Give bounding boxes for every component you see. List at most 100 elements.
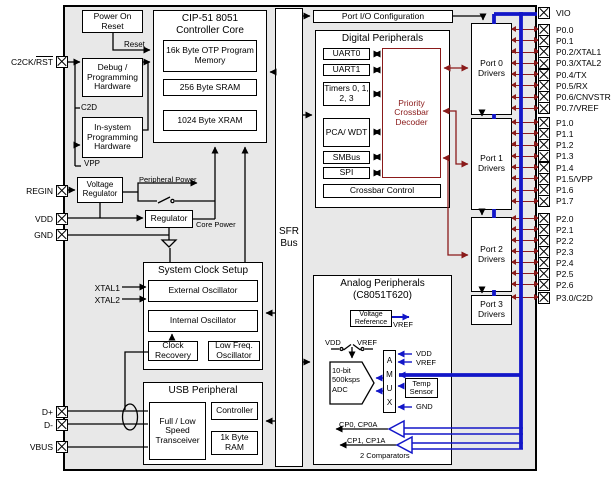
voltage-regulator-block: Voltage Regulator — [77, 177, 123, 203]
comparators-label: 2 Comparators — [360, 451, 410, 460]
port-pin: P1.5/VPP — [511, 172, 612, 185]
amux-block: AMUX — [383, 350, 396, 413]
internal-oscillator-block: Internal Oscillator — [148, 310, 258, 332]
uart1-block: UART1 — [323, 64, 370, 76]
pin-label: P2.1 — [556, 224, 574, 235]
pin-label: P1.7 — [556, 196, 574, 207]
port0-drivers-block: Port 0 Drivers — [471, 23, 512, 115]
pin-label: VDD — [35, 213, 53, 224]
pin-pad-icon — [538, 91, 550, 104]
pin-dplus: D+ — [2, 405, 68, 418]
bidirectional-arrow — [511, 280, 539, 287]
pin-label: XTAL2 — [94, 294, 120, 305]
port-pin: P1.2 — [511, 139, 612, 152]
pin-pad-icon — [538, 278, 550, 291]
cip51-title: CIP-51 8051 Controller Core — [176, 13, 244, 36]
regulator-block: Regulator — [145, 210, 193, 228]
pin-label: P2.5 — [556, 268, 574, 279]
pin-label: P0.5/RX — [556, 80, 588, 91]
pin-label: P0.4/TX — [556, 69, 587, 80]
temp-sensor-block: Temp Sensor — [405, 378, 438, 398]
clock-recovery-block: Clock Recovery — [148, 341, 198, 361]
pin-label: P0.2/XTAL1 — [556, 47, 602, 58]
port-pin: P0.0 — [511, 23, 612, 36]
pin-pad-icon — [538, 172, 550, 185]
usb-ram-block: 1k Byte RAM — [211, 431, 258, 455]
pin-pad-icon — [56, 228, 68, 241]
pin-label: P1.4 — [556, 162, 574, 173]
pin-label: C2CK/RST — [10, 56, 53, 67]
port-pin: P2.6 — [511, 278, 612, 291]
pin-label: P1.2 — [556, 140, 574, 151]
pin-xtal1: XTAL1 — [2, 282, 120, 293]
port-pin: VIO — [512, 6, 612, 19]
analog-title: Analog Peripherals (C8051T620) — [340, 278, 425, 301]
port-pin: P1.7 — [511, 195, 612, 208]
pin-label: REGIN — [26, 185, 53, 196]
port-pin: P0.2/XTAL1 — [511, 46, 612, 59]
port2-pin-column: P2.0 P2.1 P2.2 P2.3 P2.4 P2.5 — [511, 212, 612, 291]
port3-drivers-block: Port 3 Drivers — [471, 295, 512, 325]
pin-label: P1.5/VPP — [556, 173, 593, 184]
voltage-reference-block: Voltage Reference — [350, 310, 392, 327]
pin-pad-icon — [538, 34, 550, 47]
port-pin: P1.4 — [511, 161, 612, 174]
amux-vref-label: VREF — [416, 358, 437, 367]
amux-label: AMUX — [386, 355, 393, 407]
bidirectional-arrow — [511, 130, 539, 137]
bidirectional-arrow — [511, 37, 539, 44]
pin-pad-icon — [538, 79, 550, 92]
pin-gnd: GND — [2, 228, 68, 241]
amux-vdd-label: VDD — [416, 349, 432, 358]
pin-pad-icon — [538, 102, 550, 115]
pin-vdd: VDD — [2, 212, 68, 225]
debug-hardware-block: Debug / Programming Hardware — [82, 58, 143, 97]
pin-pad-icon — [538, 6, 550, 19]
smbus-block: SMBus — [323, 151, 370, 164]
port-pin: P1.1 — [511, 127, 612, 140]
vpp-wire-label: VPP — [84, 159, 101, 168]
pin-label: P1.1 — [556, 128, 574, 139]
pin-label: P0.0 — [556, 24, 574, 35]
vdd-switch-label: VDD — [325, 338, 341, 347]
pin-pad-icon — [56, 184, 68, 197]
otp-memory-block: 16k Byte OTP Program Memory — [163, 40, 257, 72]
pin-label: P2.4 — [556, 257, 574, 268]
bidirectional-arrow — [511, 25, 539, 32]
digital-title: Digital Peripherals — [341, 33, 424, 44]
pin-pad-icon — [56, 440, 68, 453]
insystem-programming-block: In-system Programming Hardware — [82, 117, 143, 158]
low-freq-oscillator-block: Low Freq. Oscillator — [208, 341, 260, 361]
bidirectional-arrow — [511, 186, 539, 193]
vref-switch-label: VREF — [357, 338, 378, 347]
pin-pad-icon — [56, 418, 68, 431]
port-pin: P1.3 — [511, 150, 612, 163]
pin-label: P0.6/CNVSTR — [556, 92, 611, 103]
sram-block: 256 Byte SRAM — [163, 79, 257, 96]
c2d-wire-label: C2D — [81, 103, 98, 112]
bidirectional-arrow — [511, 93, 539, 100]
bidirectional-arrow — [511, 269, 539, 276]
pin-label: GND — [34, 229, 53, 240]
port-pin: P2.2 — [511, 234, 612, 247]
port-io-configuration-block: Port I/O Configuration — [313, 10, 453, 23]
port-pin: P0.7/VREF — [511, 102, 612, 115]
external-oscillator-block: External Oscillator — [148, 280, 258, 302]
amux-gnd-label: GND — [416, 402, 433, 411]
pin-pad-icon — [538, 150, 550, 163]
port-pin: P3.0/C2D — [511, 291, 612, 304]
spi-block: SPI — [323, 167, 370, 179]
pin-label: P1.0 — [556, 117, 574, 128]
port-pin: P2.0 — [511, 212, 612, 225]
sfr-bus-block: SFR Bus — [275, 8, 303, 467]
adc-label: 10-bit 500ksps ADC — [332, 366, 360, 394]
usb-transceiver-block: Full / Low Speed Transceiver — [149, 402, 206, 460]
pin-pad-icon — [538, 195, 550, 208]
bidirectional-arrow — [511, 247, 539, 254]
pin-dminus: D- — [2, 418, 68, 431]
port-pin: P2.3 — [511, 245, 612, 258]
bidirectional-arrow — [511, 82, 539, 89]
port-pin: P1.0 — [511, 116, 612, 129]
pin-pad-icon — [538, 127, 550, 140]
